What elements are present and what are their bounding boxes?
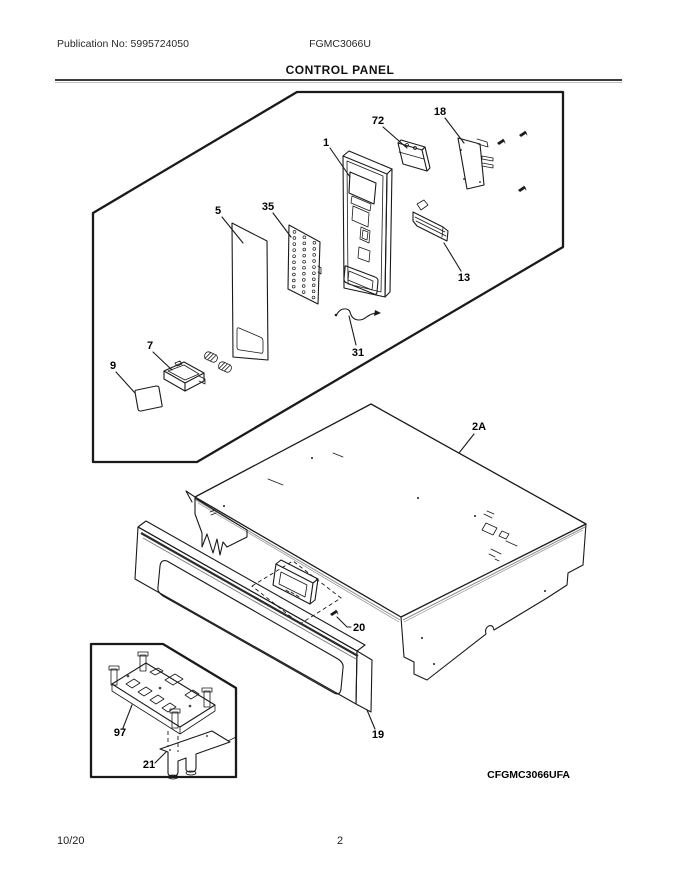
- part-9-cover-plate: [134, 385, 163, 412]
- part-7-housing: [163, 360, 206, 392]
- callout-21: 21: [143, 751, 167, 771]
- callout-21-label: 21: [143, 759, 155, 771]
- inset-detail-border: [89, 642, 238, 779]
- screw-fasteners: [497, 130, 528, 192]
- membrane-dot-grid: [291, 230, 317, 300]
- callout-13-label: 13: [458, 272, 470, 284]
- board-components: [125, 667, 200, 713]
- callout-31-label: 31: [352, 347, 364, 359]
- callout-9: 9: [110, 360, 136, 394]
- part-5-overlay-panel: [231, 222, 269, 361]
- callouts: 1 72 18 5 35 13: [110, 106, 486, 771]
- callout-2a-label: 2A: [472, 421, 486, 433]
- header-rule: [55, 79, 622, 83]
- part-1-escutcheon: [342, 150, 393, 298]
- callout-2a: 2A: [458, 421, 486, 454]
- callout-35: 35: [262, 201, 292, 238]
- part-20-display-module: [251, 559, 342, 625]
- callout-18-label: 18: [434, 106, 446, 118]
- callout-9-label: 9: [110, 360, 116, 372]
- page-title: CONTROL PANEL: [285, 63, 395, 77]
- spring-pair: [204, 351, 232, 373]
- part-35-membrane-keypad: [287, 224, 322, 305]
- part-2a-top-panel: [185, 403, 587, 681]
- callout-20: 20: [336, 616, 365, 634]
- callout-1: 1: [323, 137, 351, 178]
- board-standoffs: [108, 651, 213, 729]
- callout-13: 13: [443, 242, 470, 284]
- part-19-front-panel: [134, 520, 373, 713]
- part-72-module-box: [397, 139, 431, 172]
- callout-1-label: 1: [323, 137, 329, 149]
- publication-number: Publication No: 5995724050: [57, 38, 189, 50]
- callout-31: 31: [348, 315, 364, 359]
- callout-19-label: 19: [372, 729, 384, 741]
- callout-7-label: 7: [147, 340, 153, 352]
- part-31-wire-harness: [334, 308, 381, 321]
- drawing-code: CFGMC3066UFA: [487, 769, 570, 781]
- callout-72-label: 72: [372, 115, 384, 127]
- callout-18: 18: [434, 106, 465, 144]
- callout-7: 7: [147, 340, 173, 371]
- upper-group-border: [91, 90, 565, 464]
- part-13-bracket: [412, 199, 449, 242]
- callout-35-label: 35: [262, 201, 274, 213]
- callout-5: 5: [215, 205, 244, 244]
- tray-surface-details: [209, 452, 546, 665]
- footer-page-number: 2: [336, 835, 344, 847]
- footer-date-code: 10/20: [57, 835, 85, 847]
- part-97-power-board: [108, 651, 216, 752]
- callout-97-label: 97: [114, 727, 126, 739]
- callout-20-label: 20: [353, 622, 365, 634]
- part-18-control-board: [457, 137, 494, 190]
- callout-72: 72: [372, 115, 408, 149]
- callout-97: 97: [114, 704, 133, 739]
- model-number: FGMC3066U: [309, 38, 371, 50]
- callout-19: 19: [366, 709, 384, 741]
- callout-5-label: 5: [215, 205, 221, 217]
- part-21-mounting-bracket: [159, 730, 237, 780]
